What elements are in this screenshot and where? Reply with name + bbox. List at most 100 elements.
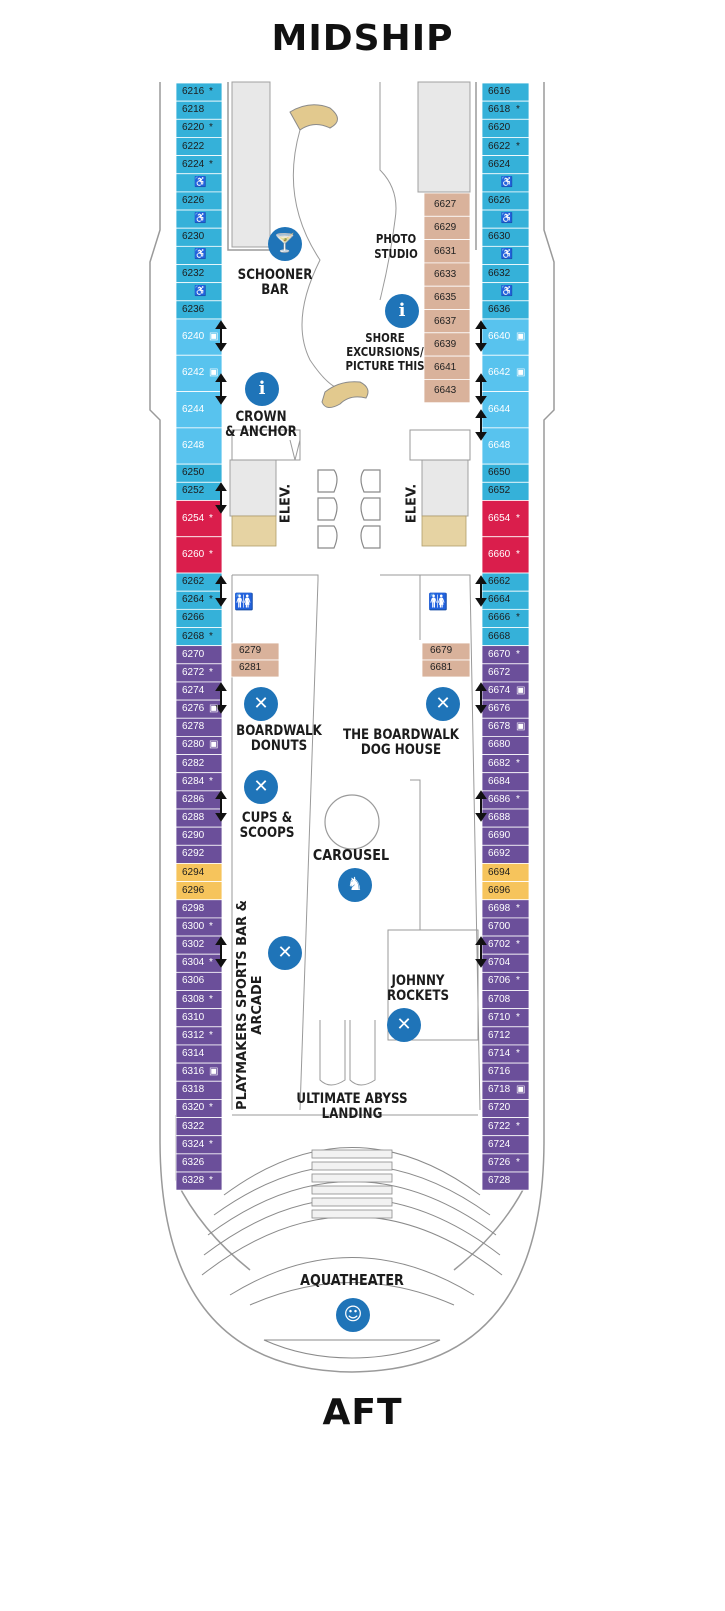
- arrow-head: [475, 396, 487, 405]
- elevator-left-label: ELEV.: [278, 483, 294, 524]
- carousel-icon[interactable]: ♞: [338, 868, 372, 902]
- playmakers-label[interactable]: PLAYMAKERS SPORTS BAR & ARCADE: [235, 900, 265, 1110]
- crown-anchor-label[interactable]: CROWN & ANCHOR: [221, 410, 301, 440]
- dining-icon[interactable]: ✕: [268, 936, 302, 970]
- balcony-star-icon: *: [209, 1102, 213, 1114]
- cabin-number: 6643: [434, 385, 457, 397]
- dog-house-label[interactable]: THE BOARDWALK DOG HOUSE: [341, 728, 462, 758]
- cabin-number: 6279: [239, 645, 262, 656]
- shore-excursions-label[interactable]: SHORE EXCURSIONS/ PICTURE THIS: [338, 331, 432, 373]
- info-icon[interactable]: i: [245, 372, 279, 406]
- cabin-number: 6270: [182, 648, 205, 660]
- cabin-number: 6627: [434, 199, 457, 210]
- ultimate-abyss-label[interactable]: ULTIMATE ABYSS LANDING: [293, 1092, 412, 1122]
- hull-outline: [149, 82, 555, 1373]
- carousel-label[interactable]: CAROUSEL: [312, 846, 390, 864]
- balcony-star-icon: *: [209, 1175, 213, 1187]
- cabin-number: 6290: [182, 830, 205, 842]
- cabin-number: 6666: [488, 612, 511, 624]
- cabin-cell[interactable]: [423, 378, 471, 404]
- carousel-platform: [324, 794, 380, 850]
- cabin-number: 6650: [488, 467, 511, 479]
- balcony-star-icon: *: [516, 1156, 520, 1168]
- cabin-number: 6268: [182, 630, 205, 642]
- cabin-number: 6662: [488, 576, 511, 588]
- cabin-number: 6310: [182, 1011, 205, 1023]
- cabin-number: 6670: [488, 648, 511, 660]
- cabin-number: 6314: [182, 1048, 205, 1060]
- cabin-number: 6218: [182, 104, 205, 116]
- cups-scoops-label[interactable]: CUPS & SCOOPS: [229, 811, 306, 841]
- wheelchair-icon: ♿: [194, 285, 207, 297]
- wheelchair-icon: ♿: [194, 213, 207, 225]
- balcony-star-icon: *: [209, 548, 213, 560]
- stairs: [231, 515, 467, 547]
- arrow-head: [475, 598, 487, 607]
- cabin-number: 6681: [430, 662, 453, 673]
- cabin-cell[interactable]: [230, 659, 280, 678]
- arrow-head: [215, 790, 227, 799]
- aquatheater-label[interactable]: AQUATHEATER: [300, 1271, 404, 1289]
- slides: [289, 104, 369, 408]
- schooner-bar-label[interactable]: SCHOONER BAR: [235, 268, 315, 298]
- cabin-cell[interactable]: [421, 659, 471, 678]
- stage-seats: [311, 1149, 393, 1219]
- cabin-number: 6630: [488, 231, 511, 243]
- cabin-cell[interactable]: [175, 391, 223, 429]
- cabin-number: 6284: [182, 775, 205, 787]
- dining-icon[interactable]: ✕: [244, 770, 278, 804]
- balcony-star-icon: *: [209, 775, 213, 787]
- balcony-star-icon: *: [209, 630, 213, 642]
- sofa-bed-icon: ▣: [209, 1066, 219, 1078]
- cabin-cell[interactable]: [481, 354, 530, 392]
- cabin-cell[interactable]: [175, 536, 223, 574]
- wheelchair-icon: ♿: [194, 249, 207, 261]
- doghouse-line-2: DOG HOUSE: [360, 742, 442, 758]
- crown-line-1: CROWN: [235, 409, 287, 425]
- info-icon[interactable]: i: [385, 294, 419, 328]
- cabin-cell[interactable]: [175, 427, 223, 465]
- cocktail-icon[interactable]: 🍸: [268, 227, 302, 261]
- cabin-cell[interactable]: [175, 1171, 223, 1191]
- arrow-head: [475, 409, 487, 418]
- cabin-number: 6724: [488, 1138, 511, 1150]
- cabin-number: 6640: [488, 331, 511, 343]
- cabin-cell[interactable]: [481, 536, 530, 574]
- cabin-number: 6260: [182, 548, 205, 560]
- johnny-rockets-label[interactable]: JOHNNY ROCKETS: [381, 974, 456, 1004]
- cabin-number: 6266: [182, 612, 205, 624]
- arrow-head: [215, 373, 227, 382]
- cabin-number: 6222: [182, 140, 205, 152]
- dining-icon[interactable]: ✕: [426, 687, 460, 721]
- cabin-number: 6318: [182, 1084, 205, 1096]
- theater-masks-icon[interactable]: ☺: [336, 1298, 370, 1332]
- cabin-cell[interactable]: [481, 318, 530, 356]
- arrow-head: [475, 320, 487, 329]
- sofa-bed-icon: ▣: [516, 331, 526, 343]
- cabin-number: 6680: [488, 739, 511, 751]
- johnny-line-1: JOHNNY: [391, 973, 445, 989]
- dining-icon[interactable]: ✕: [244, 687, 278, 721]
- cabin-cell[interactable]: [481, 391, 530, 429]
- cabin-number: 6288: [182, 812, 205, 824]
- cabin-cell[interactable]: [175, 354, 223, 392]
- cabin-number: 6624: [488, 158, 511, 170]
- cabin-number: 6281: [239, 662, 262, 673]
- cabin-number: 6262: [182, 576, 205, 588]
- elevator-lobby: [317, 469, 381, 549]
- cabin-number: 6248: [182, 440, 205, 451]
- cabin-number: 6226: [182, 194, 205, 206]
- arrow-head: [475, 790, 487, 799]
- interior-structure: [229, 81, 471, 517]
- photo-studio-label[interactable]: PHOTO STUDIO: [359, 232, 434, 262]
- cabin-cell[interactable]: [175, 318, 223, 356]
- cabin-number: 6242: [182, 367, 205, 379]
- boardwalk-donuts-label[interactable]: BOARDWALK DONUTS: [232, 724, 326, 754]
- dining-icon[interactable]: ✕: [387, 1008, 421, 1042]
- cabin-number: 6642: [488, 367, 511, 379]
- cabin-cell[interactable]: [481, 1171, 530, 1191]
- cabin-number: 6294: [182, 866, 205, 878]
- cabin-number: 6306: [182, 975, 205, 987]
- cabin-number: 6722: [488, 1120, 511, 1132]
- photo-line-2: STUDIO: [374, 247, 418, 261]
